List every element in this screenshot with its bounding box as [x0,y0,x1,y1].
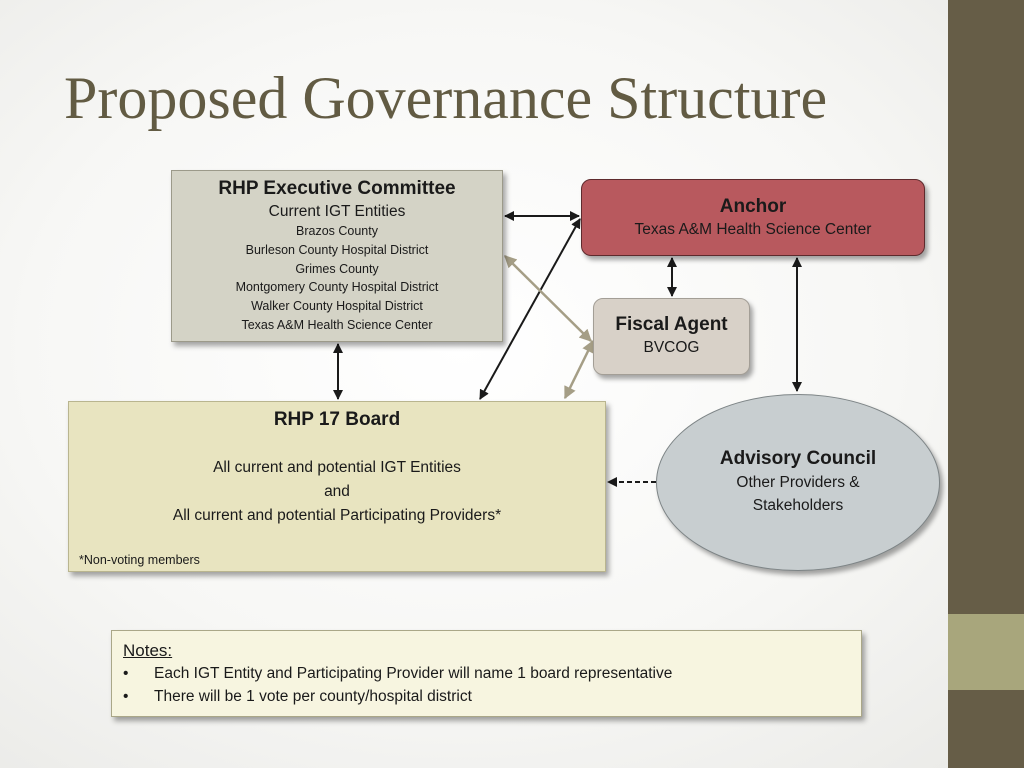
anchor-subheading: Texas A&M Health Science Center [634,221,872,238]
bullet-icon: • [123,688,129,705]
igt-entity: Burleson County Hospital District [245,242,429,257]
fiscal-agent-heading: Fiscal Agent [615,314,728,335]
board-box: RHP 17 Board All current and potential I… [68,401,606,572]
igt-entity: Grimes County [295,261,379,276]
executive-committee-heading: RHP Executive Committee [218,178,456,199]
notes-heading: Notes: [123,641,173,660]
board-line: and [324,483,350,500]
advisory-council-ellipse: Advisory Council Other Providers & Stake… [656,394,940,571]
executive-committee-subheading: Current IGT Entities [268,203,406,220]
advisory-council-heading: Advisory Council [719,448,877,469]
bullet-icon: • [123,665,129,682]
list-item: • There will be 1 vote per county/hospit… [123,685,861,708]
sidebar-accent [948,614,1024,690]
page-title: Proposed Governance Structure [64,65,828,131]
board-footnote: *Non-voting members [79,553,200,567]
fiscal-agent-subheading: BVCOG [643,339,700,356]
igt-entity: Texas A&M Health Science Center [241,317,433,332]
arrow-fiscal-board [563,339,595,400]
igt-entity: Montgomery County Hospital District [235,280,439,295]
anchor-box: Anchor Texas A&M Health Science Center [581,179,925,256]
igt-entity: Walker County Hospital District [251,299,423,314]
list-item: • Each IGT Entity and Participating Prov… [123,662,861,685]
notes-box: Notes: • Each IGT Entity and Participati… [111,630,862,717]
advisory-council-line: Stakeholders [752,497,844,514]
board-heading: RHP 17 Board [273,409,401,430]
executive-committee-box: RHP Executive Committee Current IGT Enti… [171,170,503,342]
fiscal-agent-box: Fiscal Agent BVCOG [593,298,750,375]
anchor-heading: Anchor [719,196,787,217]
board-line: All current and potential Participating … [172,507,502,524]
advisory-council-line: Other Providers & [736,474,860,491]
igt-entity: Brazos County [296,224,378,238]
board-line: All current and potential IGT Entities [213,459,461,476]
arrow-exec-fiscal [504,255,592,342]
note-text: There will be 1 vote per county/hospital… [154,688,472,705]
note-text: Each IGT Entity and Participating Provid… [154,665,673,682]
